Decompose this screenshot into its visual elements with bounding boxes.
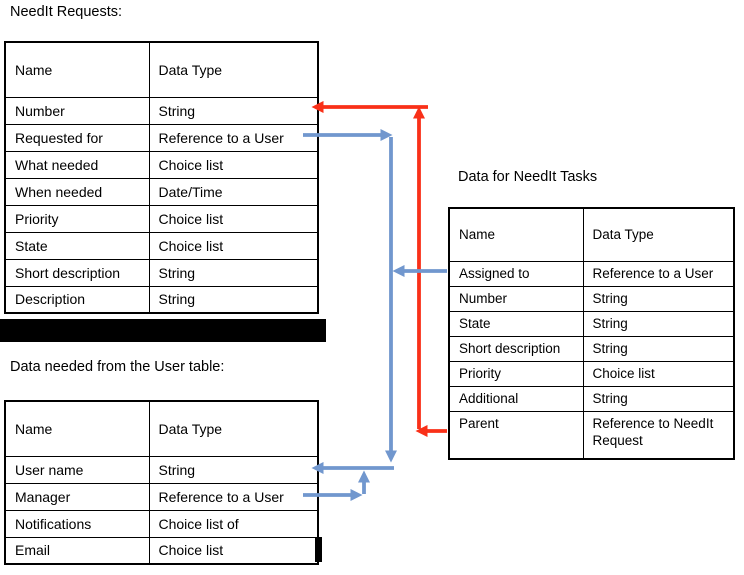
requests-table-title: NeedIt Requests: (10, 4, 123, 20)
cell-name: User name (4, 455, 150, 484)
cell-name: Priority (4, 204, 150, 233)
cell-name: Email (4, 536, 150, 565)
tasks-row-state: State String (448, 310, 735, 337)
cell-name: Requested for (4, 123, 150, 152)
requests-row-requested-for: Requested for Reference to a User (4, 123, 319, 152)
cell-type: String (148, 258, 319, 287)
user-row-manager: Manager Reference to a User (4, 482, 319, 511)
redaction-mark-small (315, 537, 322, 562)
tasks-row-priority: Priority Choice list (448, 360, 735, 387)
tasks-header-name: Name (448, 207, 584, 262)
cell-type: Choice list (148, 204, 319, 233)
tasks-row-number: Number String (448, 285, 735, 312)
user-header-row: Name Data Type (4, 400, 319, 457)
requests-row-number: Number String (4, 96, 319, 125)
requests-header-name: Name (4, 41, 150, 98)
requests-row-state: State Choice list (4, 231, 319, 260)
cell-type: String (582, 285, 735, 312)
tasks-header-type: Data Type (582, 207, 735, 262)
user-row-email: Email Choice list (4, 536, 319, 565)
cell-name: Assigned to (448, 260, 584, 287)
cell-name: Number (4, 96, 150, 125)
cell-type: Reference to a User (148, 123, 319, 152)
cell-name: Priority (448, 360, 584, 387)
redaction-bar (0, 319, 326, 342)
cell-name: Number (448, 285, 584, 312)
cell-name: State (448, 310, 584, 337)
cell-type: Choice list (582, 360, 735, 387)
cell-type: String (582, 335, 735, 362)
cell-name: Additional (448, 385, 584, 412)
cell-type: Reference to a User (148, 482, 319, 511)
user-header-type: Data Type (148, 400, 319, 457)
cell-name: Parent (448, 410, 584, 460)
requests-row-what-needed: What needed Choice list (4, 150, 319, 179)
tasks-row-short-description: Short description String (448, 335, 735, 362)
tasks-table: Name Data Type Assigned to Reference to … (448, 207, 735, 460)
cell-type: String (148, 285, 319, 314)
cell-type: String (582, 310, 735, 337)
requests-header-row: Name Data Type (4, 41, 319, 98)
requests-row-description: Description String (4, 285, 319, 314)
cell-name: Short description (4, 258, 150, 287)
tasks-row-assigned-to: Assigned to Reference to a User (448, 260, 735, 287)
cell-name: What needed (4, 150, 150, 179)
cell-type: Date/Time (148, 177, 319, 206)
user-table-title: Data needed from the User table: (10, 359, 225, 375)
requests-row-priority: Priority Choice list (4, 204, 319, 233)
tasks-table-title: Data for NeedIt Tasks (458, 169, 598, 185)
cell-type: String (148, 455, 319, 484)
requests-header-type: Data Type (148, 41, 319, 98)
user-header-name: Name (4, 400, 150, 457)
cell-type: Choice list (148, 231, 319, 260)
red-connector-parent-to-number (311, 100, 447, 438)
cell-name: Description (4, 285, 150, 314)
cell-name: Manager (4, 482, 150, 511)
cell-name: When needed (4, 177, 150, 206)
cell-type: Choice list (148, 536, 319, 565)
user-row-user-name: User name String (4, 455, 319, 484)
user-row-notifications: Notifications Choice list of (4, 509, 319, 538)
cell-name: Notifications (4, 509, 150, 538)
tasks-row-parent: Parent Reference to NeedIt Request (448, 410, 735, 460)
cell-type: String (582, 385, 735, 412)
cell-type: String (148, 96, 319, 125)
cell-name: State (4, 231, 150, 260)
user-table: Name Data Type User name String Manager … (4, 400, 319, 565)
requests-table: Name Data Type Number String Requested f… (4, 41, 319, 314)
requests-row-short-description: Short description String (4, 258, 319, 287)
cell-type: Choice list of (148, 509, 319, 538)
cell-name: Short description (448, 335, 584, 362)
requests-row-when-needed: When needed Date/Time (4, 177, 319, 206)
cell-type: Reference to NeedIt Request (582, 410, 735, 460)
tasks-row-additional: Additional String (448, 385, 735, 412)
cell-type: Reference to a User (582, 260, 735, 287)
blue-connector-user-references (303, 128, 447, 502)
tasks-header-row: Name Data Type (448, 207, 735, 262)
cell-type: Choice list (148, 150, 319, 179)
